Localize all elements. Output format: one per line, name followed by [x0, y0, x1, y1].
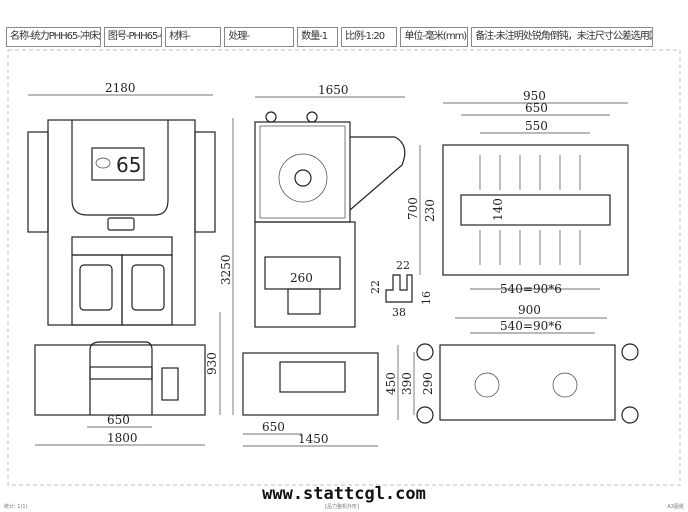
website-url: www.stattcgl.com: [262, 484, 426, 504]
dim-side-width: 1650: [318, 83, 349, 97]
dim-front-inner: 650: [107, 413, 130, 427]
name-cell: 名称-统力PHH65-冲床外形图: [6, 27, 101, 47]
dim-bolster-height-3: 290: [421, 372, 435, 395]
dim-plate-width-2: 650: [525, 101, 548, 115]
dim-plate-height-2: 230: [423, 199, 437, 222]
dim-plate-width: 950: [523, 89, 546, 103]
bolster-view: 900 540=90*6 450 390 290: [384, 303, 639, 424]
dim-slot-base: 38: [392, 306, 406, 319]
treatment-cell: 处理-: [224, 27, 295, 47]
dim-bed-height: 930: [205, 352, 219, 375]
dim-front-height: 3250: [219, 254, 233, 285]
model-logo: 65: [116, 153, 141, 177]
dim-bolster-height-2: 390: [400, 372, 414, 395]
dim-plate-height: 700: [406, 197, 420, 220]
side-view: 260 1650 650 1450 22 22 38 16: [242, 83, 433, 447]
dim-bolster-height: 450: [384, 372, 398, 395]
dim-bolster-width: 900: [518, 303, 541, 317]
quantity-cell: 数量-1: [297, 27, 339, 47]
dim-side-base: 1450: [298, 432, 329, 446]
footer-right: A3图纸: [667, 504, 684, 510]
slide-plate-view: 950 650 550 700 230 140 540=90*6: [406, 89, 629, 296]
dim-plate-slot: 140: [491, 198, 505, 221]
dim-slot-width: 22: [396, 259, 410, 272]
material-cell: 材料-: [165, 27, 222, 47]
dim-plate-width-3: 550: [525, 119, 548, 133]
dim-front-width: 2180: [105, 81, 136, 95]
drawing-no-cell: 图号-PHH65-01: [103, 27, 163, 47]
dim-side-offset: 650: [262, 420, 285, 434]
footer-left: 统计: 1(1): [4, 504, 28, 510]
dim-plate-pitch: 540=90*6: [500, 282, 562, 296]
notes-cell: 备注-未注明处锐角倒钝，未注尺寸公差选用国家标准值: [471, 27, 653, 47]
dim-slot-depth: 16: [420, 291, 433, 305]
scale-cell: 比例-1:20: [341, 27, 398, 47]
unit-cell: 单位-毫米(mm): [400, 27, 469, 47]
dim-slide: 260: [290, 271, 313, 285]
dim-front-base: 1800: [107, 431, 138, 445]
dim-bolster-pitch: 540=90*6: [500, 319, 562, 333]
dim-slot-height: 22: [369, 280, 382, 294]
title-block: 名称-统力PHH65-冲床外形图 图号-PHH65-01 材料- 处理- 数量-…: [6, 27, 656, 47]
sheet-border: [7, 49, 681, 486]
footer-center: [品力整机外形]: [325, 504, 359, 510]
front-view: 65 2180 3250 930 650 1800: [27, 81, 234, 446]
